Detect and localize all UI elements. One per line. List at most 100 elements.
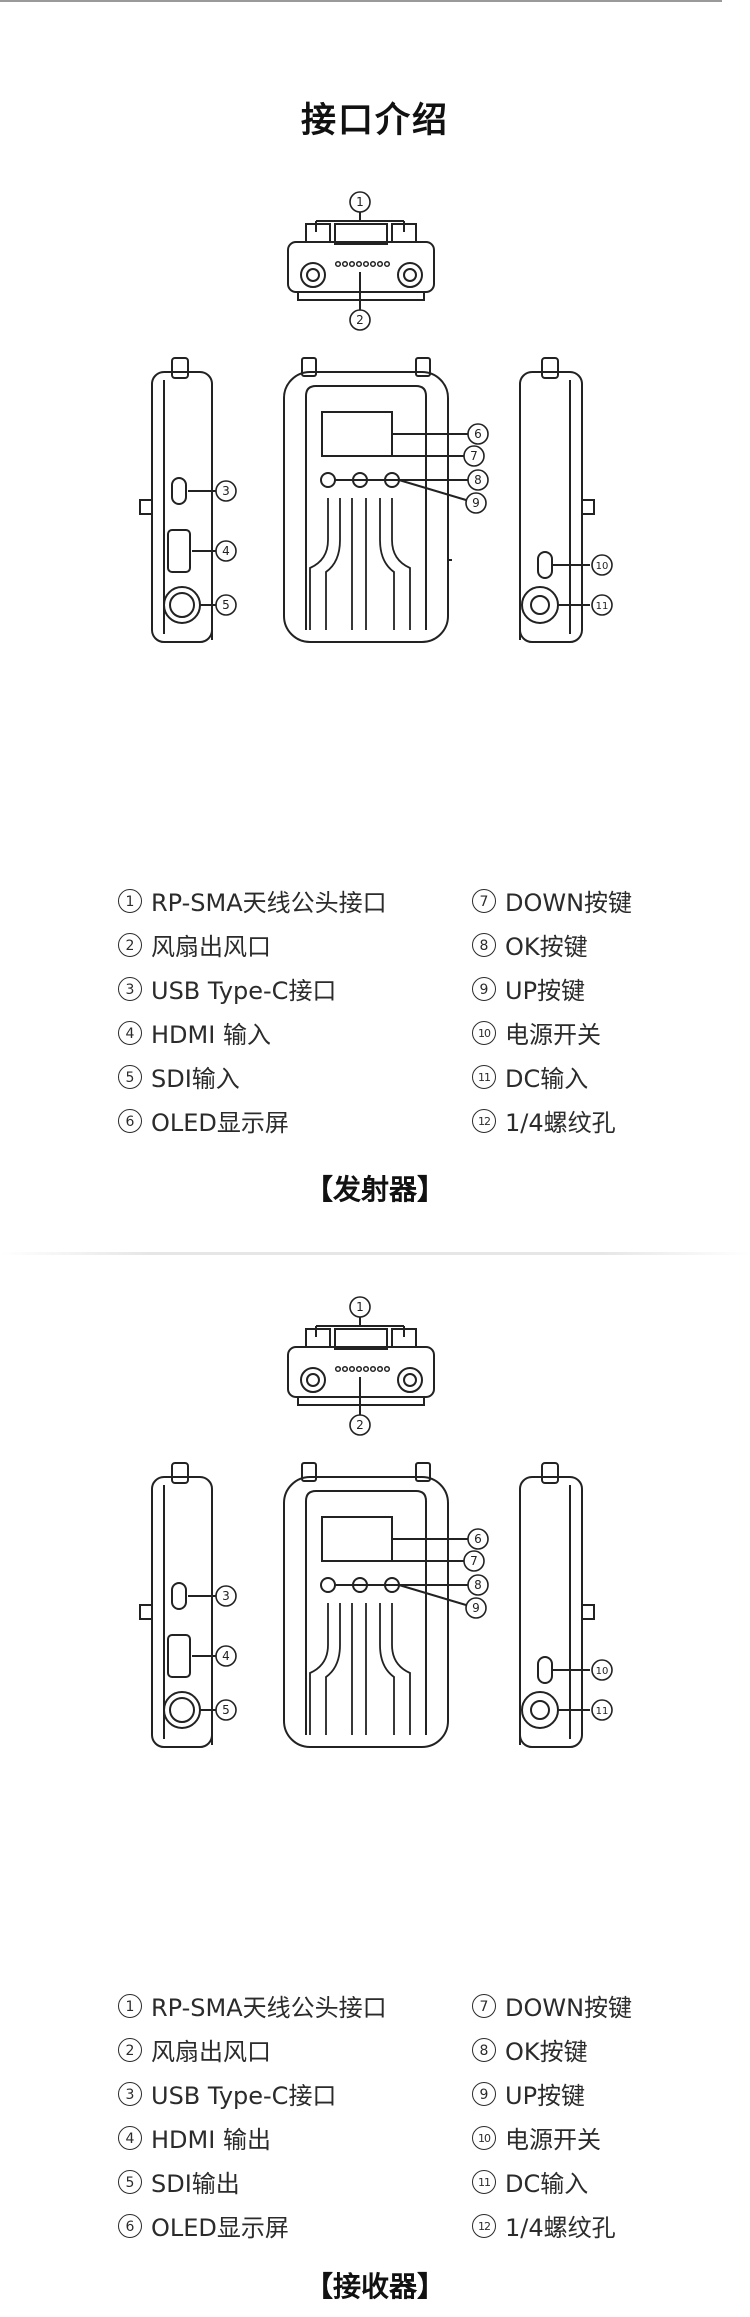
legend-label: 电源开关 [505, 2126, 601, 2154]
callout-4: 4 [215, 540, 237, 562]
legend-label: 风扇出风口 [151, 2038, 271, 2066]
legend-label: USB Type-C接口 [151, 2082, 337, 2110]
callout-2: 2 [349, 309, 371, 331]
legend-number: 10 [472, 2125, 496, 2150]
legend-item: 3 USB Type-C接口 [118, 971, 336, 1006]
svg-text:11: 11 [596, 601, 609, 612]
legend-label: SDI输入 [151, 1065, 240, 1093]
legend-label: USB Type-C接口 [151, 977, 337, 1005]
legend-number: 10 [472, 1020, 496, 1045]
legend-item: 6 OLED显示屏 [118, 1103, 289, 1138]
legend-item: 9 UP按键 [472, 971, 585, 1006]
left-side-view [139, 1462, 216, 1748]
legend-number: 2 [118, 932, 142, 957]
legend-number: 1 [118, 888, 142, 913]
transmitter-diagram: 1 2 3 4 5 6 7 8 9 10 11 12 [0, 0, 750, 808]
svg-text:1: 1 [356, 1300, 364, 1314]
legend-number: 3 [118, 976, 142, 1001]
svg-text:11: 11 [596, 1706, 609, 1717]
legend-item: 7 DOWN按键 [472, 883, 632, 918]
svg-text:1: 1 [356, 195, 364, 209]
legend-item: 10 电源开关 [472, 2120, 601, 2155]
svg-text:7: 7 [470, 1554, 478, 1568]
legend-number: 4 [118, 1020, 142, 1045]
svg-text:4: 4 [222, 1649, 230, 1663]
svg-text:6: 6 [474, 1532, 482, 1546]
callout-2: 2 [349, 1414, 371, 1436]
svg-text:2: 2 [356, 1418, 364, 1432]
transmitter-callouts: 1 2 3 4 5 6 7 8 9 10 11 12 [215, 191, 613, 808]
svg-text:9: 9 [472, 496, 480, 510]
legend-label: DOWN按键 [505, 1994, 633, 2022]
legend-label: SDI输出 [151, 2170, 240, 2198]
legend-item: 11 DC输入 [472, 2164, 588, 2199]
callout-5: 5 [215, 594, 237, 616]
legend-number: 7 [472, 1993, 496, 2018]
legend-label: UP按键 [505, 2082, 586, 2110]
top-divider [0, 0, 722, 2]
legend-number: 2 [118, 2037, 142, 2062]
legend-item: 2 风扇出风口 [118, 2032, 271, 2067]
svg-text:5: 5 [222, 1703, 230, 1717]
callout-7: 7 [463, 1550, 485, 1572]
legend-label: DC输入 [505, 1065, 589, 1093]
legend-label: OK按键 [505, 2038, 588, 2066]
legend-number: 7 [472, 888, 496, 913]
legend-label: HDMI 输入 [151, 1021, 271, 1049]
callout-6: 6 [467, 1528, 489, 1550]
legend-label: HDMI 输出 [151, 2126, 271, 2154]
legend-label: OLED显示屏 [151, 2214, 289, 2242]
legend-number: 11 [472, 1064, 496, 1089]
callout-5: 5 [215, 1699, 237, 1721]
legend-number: 8 [472, 932, 496, 957]
receiver-diagram: 1 2 3 4 5 6 7 8 9 10 11 12 [0, 1105, 750, 1913]
legend-item: 8 OK按键 [472, 927, 588, 962]
callout-1: 1 [349, 191, 371, 213]
legend-label: OK按键 [505, 933, 588, 961]
receiver-callouts: 1 2 3 4 5 6 7 8 9 10 11 12 [215, 1296, 613, 1913]
legend-number: 3 [118, 2081, 142, 2106]
legend-item: 8 OK按键 [472, 2032, 588, 2067]
legend-label: DC输入 [505, 2170, 589, 2198]
legend-item: 9 UP按键 [472, 2076, 585, 2111]
legend-number: 9 [472, 976, 496, 1001]
section-divider [0, 1252, 750, 1255]
callout-8: 8 [467, 469, 489, 491]
svg-text:8: 8 [474, 1578, 482, 1592]
front-view [283, 357, 468, 643]
top-view [287, 1317, 435, 1415]
legend-label: OLED显示屏 [151, 1109, 289, 1137]
front-view [283, 1462, 468, 1748]
callout-10: 10 [591, 554, 613, 576]
page-title: 接口介绍 [300, 101, 449, 141]
legend-item: 7 DOWN按键 [472, 1988, 632, 2023]
callout-7: 7 [463, 445, 485, 467]
legend-label: DOWN按键 [505, 889, 633, 917]
callout-9: 9 [465, 1597, 487, 1619]
legend-number: 6 [118, 1108, 142, 1133]
svg-text:7: 7 [470, 449, 478, 463]
callout-8: 8 [467, 1574, 489, 1596]
legend-number: 11 [472, 2169, 496, 2194]
svg-text:10: 10 [596, 1666, 609, 1677]
legend-label: 1/4螺纹孔 [505, 2214, 616, 2242]
legend-number: 9 [472, 2081, 496, 2106]
legend-label: UP按键 [505, 977, 586, 1005]
legend-item: 11 DC输入 [472, 1059, 588, 1094]
svg-text:10: 10 [596, 561, 609, 572]
svg-text:6: 6 [474, 427, 482, 441]
legend-number: 1 [118, 1993, 142, 2018]
legend-number: 8 [472, 2037, 496, 2062]
right-side-view [519, 1462, 595, 1748]
transmitter-device-drawing: 1 2 3 4 5 6 7 8 9 10 11 12 [139, 191, 613, 808]
callout-4: 4 [215, 1645, 237, 1667]
legend-item: 3 USB Type-C接口 [118, 2076, 336, 2111]
